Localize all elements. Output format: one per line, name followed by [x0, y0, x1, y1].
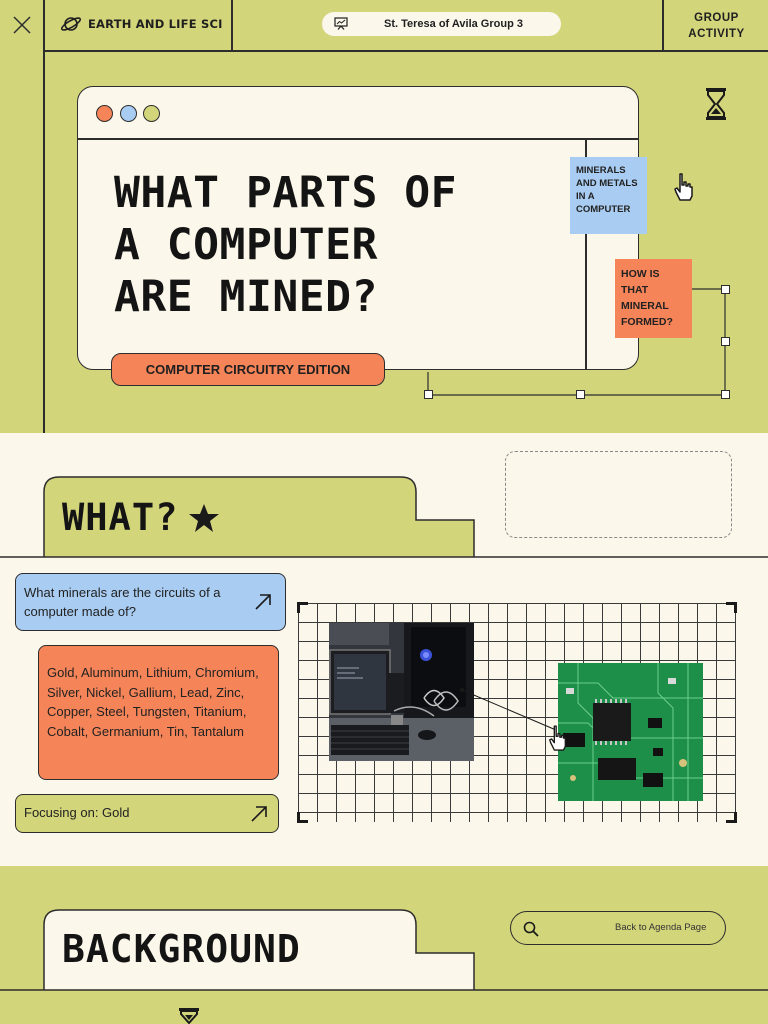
hero-title: WHAT PARTS OF A COMPUTER ARE MINED?	[114, 167, 584, 323]
focus-text: Focusing on: Gold	[24, 805, 130, 820]
planet-icon	[60, 17, 82, 31]
what-heading-text: WHAT?	[62, 496, 179, 539]
star-icon	[189, 503, 220, 532]
course-title: EARTH AND LIFE SCI	[88, 17, 223, 31]
hero-window: WHAT PARTS OF A COMPUTER ARE MINED?	[77, 86, 639, 370]
resize-handle[interactable]	[721, 390, 730, 399]
minerals-list-card: Gold, Aluminum, Lithium, Chromium, Silve…	[38, 645, 279, 780]
header-divider-2	[662, 0, 664, 51]
header-divider-1	[231, 0, 233, 51]
resize-handle[interactable]	[721, 337, 730, 346]
left-rail-line	[43, 0, 45, 433]
grid-corner	[297, 602, 308, 613]
hand-pointer-icon	[674, 173, 693, 201]
hourglass-icon	[706, 88, 726, 120]
presentation-icon	[334, 17, 348, 30]
edition-badge: COMPUTER CIRCUITRY EDITION	[111, 353, 385, 386]
sticky-note-minerals: MINERALS AND METALS IN A COMPUTER	[570, 157, 647, 234]
computer-setup-photo	[329, 623, 474, 761]
group-activity-line1: GROUP	[694, 12, 739, 24]
brand: EARTH AND LIFE SCI	[60, 14, 223, 34]
placeholder-box	[505, 451, 732, 538]
question-text: What minerals are the circuits of a comp…	[24, 585, 221, 619]
background-tab	[0, 909, 768, 991]
grid-corner	[726, 812, 737, 823]
window-side-divider	[585, 139, 587, 369]
window-dot-green	[143, 105, 160, 122]
resize-handle[interactable]	[576, 390, 585, 399]
hourglass-icon	[179, 1008, 199, 1024]
search-icon	[523, 921, 539, 937]
sticky-note-formation: HOW IS THAT MINERAL FORMED?	[615, 259, 692, 338]
back-to-agenda-label: Back to Agenda Page	[615, 922, 707, 933]
focus-card[interactable]: Focusing on: Gold	[15, 794, 279, 833]
hero-title-line3: ARE MINED?	[114, 272, 378, 322]
close-button[interactable]	[0, 0, 43, 50]
header-bottom-border	[43, 50, 768, 52]
group-name: St. Teresa of Avila Group 3	[384, 18, 523, 30]
group-activity-label: GROUP ACTIVITY	[665, 10, 768, 42]
window-dot-red	[96, 105, 113, 122]
hand-pointer-icon	[549, 725, 567, 751]
resize-handle[interactable]	[721, 285, 730, 294]
group-name-pill: St. Teresa of Avila Group 3	[322, 12, 561, 36]
arrow-up-right-icon	[251, 806, 267, 822]
arrow-up-right-icon	[255, 594, 271, 610]
grid-corner	[297, 812, 308, 823]
hero-title-line2: A COMPUTER	[114, 220, 378, 270]
what-heading: WHAT?	[62, 496, 220, 539]
background-heading: BACKGROUND	[62, 927, 301, 971]
circuit-board-photo	[558, 663, 703, 801]
grid-corner	[726, 602, 737, 613]
group-activity-line2: ACTIVITY	[688, 28, 745, 40]
question-card[interactable]: What minerals are the circuits of a comp…	[15, 573, 286, 631]
resize-handle[interactable]	[424, 390, 433, 399]
hero-title-line1: WHAT PARTS OF	[114, 168, 458, 218]
window-titlebar-line	[78, 138, 638, 140]
close-icon	[12, 16, 31, 34]
what-tab	[0, 476, 768, 558]
back-to-agenda-button[interactable]: Back to Agenda Page	[510, 911, 726, 945]
window-dot-blue	[120, 105, 137, 122]
